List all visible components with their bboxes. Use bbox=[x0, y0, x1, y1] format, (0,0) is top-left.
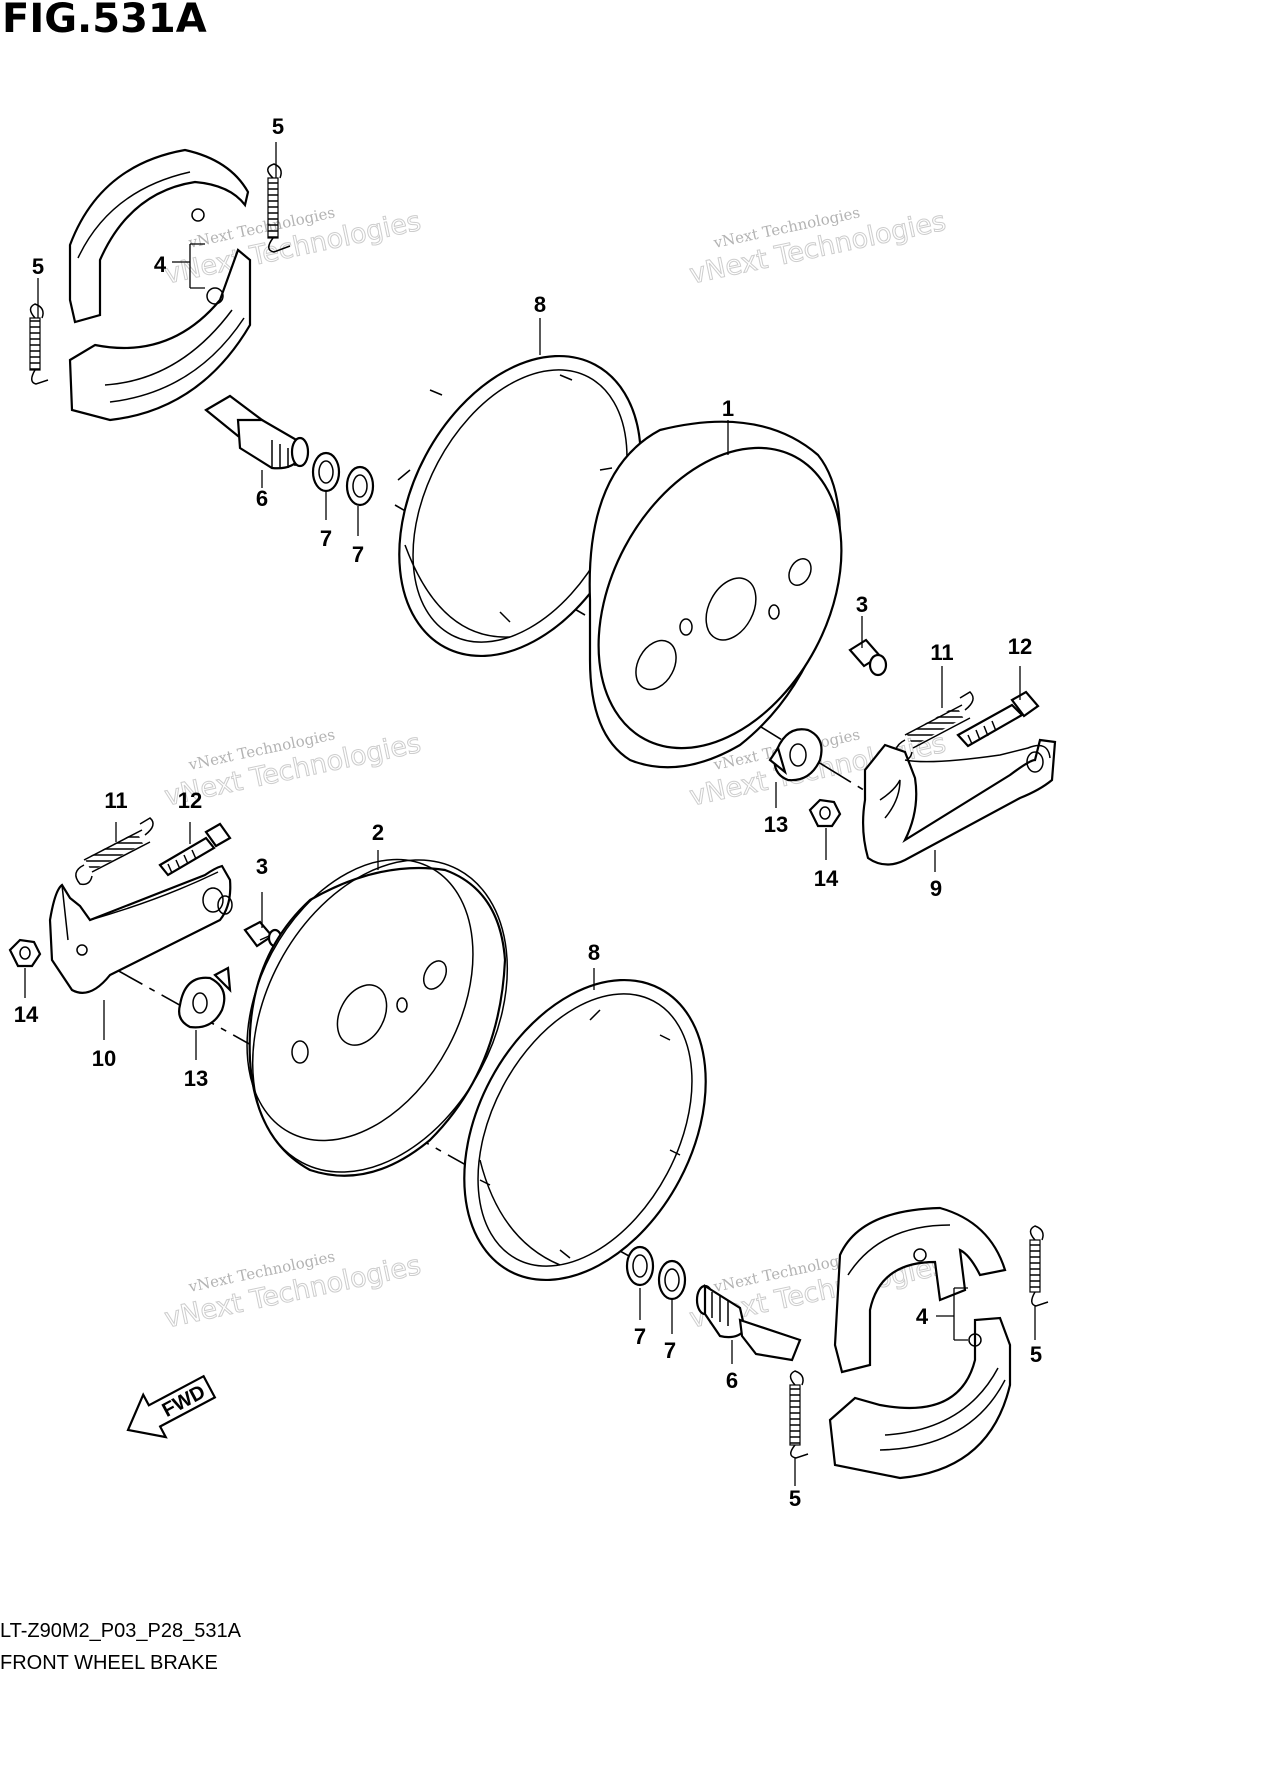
pivot-bolt-lower bbox=[158, 822, 232, 877]
callout-7: 7 bbox=[634, 1324, 646, 1349]
brake-panel-upper bbox=[588, 420, 843, 769]
figure-title: FIG.531A bbox=[2, 0, 207, 42]
brake-arm-upper bbox=[861, 738, 1057, 866]
callout-11: 11 bbox=[104, 788, 127, 813]
seal-ring-lower bbox=[463, 978, 707, 1282]
callout-13: 13 bbox=[764, 812, 788, 837]
callout-8: 8 bbox=[534, 292, 546, 317]
pivot-bolt-upper bbox=[956, 690, 1040, 748]
fwd-arrow: FWD bbox=[126, 1374, 217, 1439]
diagram-code: LT-Z90M2_P03_P28_531A bbox=[0, 1620, 241, 1642]
brake-panel-lower bbox=[246, 858, 509, 1177]
washer-upper-1 bbox=[311, 451, 341, 493]
callout-2: 2 bbox=[372, 820, 384, 845]
callout-5: 5 bbox=[1030, 1342, 1042, 1367]
callout-4: 4 bbox=[916, 1304, 929, 1329]
callout-12: 12 bbox=[178, 788, 202, 813]
callout-9: 9 bbox=[930, 876, 942, 901]
callout-10: 10 bbox=[92, 1046, 116, 1071]
spring-lower-bottom bbox=[789, 1370, 809, 1459]
callout-6: 6 bbox=[726, 1368, 738, 1393]
brake-shoe-upper-left bbox=[68, 148, 252, 422]
diagram-description: FRONT WHEEL BRAKE bbox=[0, 1652, 218, 1674]
callout-5: 5 bbox=[789, 1486, 801, 1511]
callout-4: 4 bbox=[154, 252, 167, 277]
callout-8: 8 bbox=[588, 940, 600, 965]
nut-upper bbox=[808, 798, 842, 828]
callout-7: 7 bbox=[352, 542, 364, 567]
callout-13: 13 bbox=[184, 1066, 208, 1091]
seal-ring-upper bbox=[397, 354, 642, 658]
callout-14: 14 bbox=[14, 1002, 39, 1027]
callout-6: 6 bbox=[256, 486, 268, 511]
lock-washer-upper bbox=[768, 728, 823, 782]
callout-12: 12 bbox=[1008, 634, 1032, 659]
washer-lower-2 bbox=[657, 1259, 687, 1301]
spring-upper-left bbox=[29, 303, 49, 385]
spring-return-lower bbox=[75, 817, 154, 886]
bolt-upper bbox=[848, 638, 888, 677]
callout-3: 3 bbox=[856, 592, 868, 617]
washer-lower-1 bbox=[625, 1245, 655, 1287]
brake-cam-upper bbox=[204, 394, 310, 470]
callout-5: 5 bbox=[32, 254, 44, 279]
brake-cam-lower bbox=[695, 1284, 802, 1362]
callout-11: 11 bbox=[930, 640, 953, 665]
callout-1: 1 bbox=[722, 396, 734, 421]
spring-upper-top bbox=[267, 163, 291, 253]
callout-7: 7 bbox=[664, 1338, 676, 1363]
spring-lower-right bbox=[1029, 1225, 1049, 1307]
callout-14: 14 bbox=[814, 866, 839, 891]
bolt-lower bbox=[243, 920, 283, 948]
callout-7: 7 bbox=[320, 526, 332, 551]
nut-lower bbox=[8, 938, 42, 968]
lock-washer-lower bbox=[178, 966, 232, 1029]
callout-3: 3 bbox=[256, 854, 268, 879]
callouts: 5 5 4 8 1 6 7 7 3 11 12 13 14 9 11 12 2 … bbox=[14, 114, 1042, 1511]
leader-lines bbox=[24, 142, 1036, 1486]
brake-shoe-lower-right bbox=[828, 1206, 1012, 1480]
callout-5: 5 bbox=[272, 114, 284, 139]
brake-arm-lower bbox=[48, 864, 233, 994]
washer-upper-2 bbox=[345, 465, 375, 507]
